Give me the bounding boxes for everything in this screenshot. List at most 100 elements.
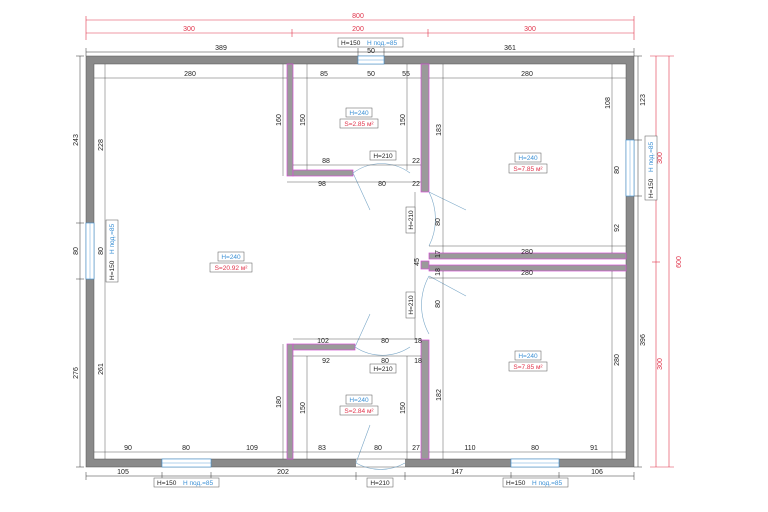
- dim-outer-left-top: 243: [73, 134, 80, 146]
- svg-text:H под.=85: H под.=85: [367, 40, 398, 47]
- exterior-walls: [86, 56, 634, 467]
- svg-text:H=150: H=150: [109, 260, 116, 280]
- svg-text:S=2.85 м²: S=2.85 м²: [344, 121, 374, 128]
- dim-outer-bottom-2: 202: [277, 469, 289, 476]
- svg-text:H под.=85: H под.=85: [183, 480, 214, 487]
- room-label-right-top: H=240 S=7.85 м²: [508, 152, 548, 174]
- dim-bath1-bot2-c: 22: [412, 181, 420, 188]
- dim-bath2-bot-b: 80: [374, 445, 382, 452]
- dim-big-left-bottom: 261: [98, 363, 105, 375]
- dim-bath2-bot-c: 27: [412, 445, 420, 452]
- svg-text:S=20.92 м²: S=20.92 м²: [215, 265, 249, 272]
- tag-left-window: H=150 H под.=85: [105, 219, 119, 283]
- tag-door-entry: H=210: [366, 477, 394, 488]
- dim-corr-18a: 18: [435, 268, 442, 276]
- dim-big-left-top: 228: [98, 139, 105, 151]
- door-swings: [352, 163, 467, 470]
- exterior-wall-inner-lines: [85, 55, 635, 468]
- svg-text:H=210: H=210: [373, 366, 393, 373]
- dim-bath2-bot-a: 83: [318, 445, 326, 452]
- dim-corr-80a: 80: [435, 218, 442, 226]
- dim-top-total: 800: [352, 13, 364, 20]
- svg-text:H=240: H=240: [349, 397, 369, 404]
- svg-text:S=7.85 м²: S=7.85 м²: [513, 166, 543, 173]
- svg-text:H=240: H=240: [518, 155, 538, 162]
- dim-bath1-top-b: 50: [367, 71, 375, 78]
- svg-text:H=150: H=150: [341, 40, 361, 47]
- windows: [85, 55, 635, 468]
- interior-dimension-lines: [94, 64, 626, 459]
- dim-rt-right-a: 108: [605, 97, 612, 109]
- dim-bath1-left-outer: 160: [276, 114, 283, 126]
- tag-door-bath1: H=210: [369, 150, 397, 161]
- dim-top-mid: 200: [352, 26, 364, 33]
- dim-bath2-top2-b: 80: [381, 358, 389, 365]
- dim-bath1-right: 150: [400, 114, 407, 126]
- svg-text:H=210: H=210: [370, 480, 390, 487]
- dim-outer-top-left: 389: [215, 45, 227, 52]
- svg-text:H=240: H=240: [221, 254, 241, 261]
- svg-text:H под.=85: H под.=85: [532, 480, 563, 487]
- svg-text:S=2.84 м²: S=2.84 м²: [344, 408, 374, 415]
- dim-outer-bottom-1: 105: [117, 469, 129, 476]
- svg-text:H=150: H=150: [648, 178, 655, 198]
- room-label-big: H=240 S=20.92 м²: [209, 251, 253, 273]
- dim-top-left: 300: [183, 26, 195, 33]
- dim-right-bottom: 300: [657, 358, 664, 370]
- svg-text:H=210: H=210: [408, 210, 415, 230]
- svg-text:H=150: H=150: [157, 480, 177, 487]
- dim-rb-right: 280: [614, 354, 621, 366]
- dim-rb-left: 182: [436, 389, 443, 401]
- dim-big-bottom-2: 80: [182, 445, 190, 452]
- room-label-bath2: H=240 S=2.84 м²: [339, 394, 379, 416]
- dim-outer-bottom-3: 147: [451, 469, 463, 476]
- dim-top-window-width: 50: [367, 48, 375, 55]
- room-label-bath1: H=240 S=2.85 м²: [339, 107, 379, 129]
- dim-outer-right-bottom: 396: [640, 334, 647, 346]
- dim-bath1-bot-b: 22: [412, 158, 420, 165]
- dim-rb-bot-c: 91: [590, 445, 598, 452]
- svg-text:H=210: H=210: [373, 153, 393, 160]
- dim-bath1-left: 150: [300, 114, 307, 126]
- tag-right-window: H=150 H под.=85: [644, 135, 658, 201]
- dim-big-left-mid: 80: [98, 247, 105, 255]
- tag-door-right-top: H=210: [405, 206, 416, 234]
- dim-bath1-bot-a: 88: [322, 158, 330, 165]
- dim-corr-17: 17: [435, 250, 442, 258]
- dim-bath2-top2-c: 18: [414, 358, 422, 365]
- dim-outer-bottom-4: 106: [591, 469, 603, 476]
- dim-outer-left-mid: 80: [73, 247, 80, 255]
- dim-corr-80b: 80: [435, 300, 442, 308]
- svg-text:H=240: H=240: [349, 110, 369, 117]
- dim-big-bottom-3: 109: [246, 445, 258, 452]
- dim-bath2-top-b: 80: [381, 338, 389, 345]
- overall-top-dimensions: [85, 16, 635, 40]
- tag-bottom-window-2: H=150 H под.=85: [502, 477, 569, 488]
- dim-big-top: 280: [184, 71, 196, 78]
- dim-outer-left-bottom: 276: [73, 367, 80, 379]
- room-label-right-bottom: H=240 S=7.85 м²: [508, 350, 548, 372]
- svg-text:H=150: H=150: [506, 480, 526, 487]
- dim-rb-bot-b: 80: [531, 445, 539, 452]
- svg-text:H=240: H=240: [518, 353, 538, 360]
- dim-right-total: 600: [676, 256, 683, 268]
- dim-rt-right-b: 80: [614, 166, 621, 174]
- dim-bath2-left: 150: [300, 402, 307, 414]
- dim-bath2-top2-a: 92: [322, 358, 330, 365]
- svg-text:H=210: H=210: [408, 295, 415, 315]
- svg-text:S=7.85 м²: S=7.85 м²: [513, 364, 543, 371]
- dim-rt-right-c: 92: [614, 224, 621, 232]
- dim-bath2-right: 150: [400, 402, 407, 414]
- dim-rb-bot-a: 110: [464, 445, 475, 452]
- dim-bath1-top-a: 85: [320, 71, 328, 78]
- dim-outer-top-right: 361: [504, 45, 516, 52]
- dim-bath2-left-outer: 180: [276, 396, 283, 408]
- dim-corr-45: 45: [414, 258, 421, 266]
- svg-text:H под.=85: H под.=85: [648, 141, 655, 172]
- tag-door-bath2: H=210: [369, 363, 397, 374]
- interior-walls: [286, 63, 627, 460]
- dim-bath2-top-a: 102: [317, 338, 329, 345]
- dim-rt-bottom: 280: [521, 249, 533, 256]
- tag-door-right-bottom: H=210: [405, 291, 416, 319]
